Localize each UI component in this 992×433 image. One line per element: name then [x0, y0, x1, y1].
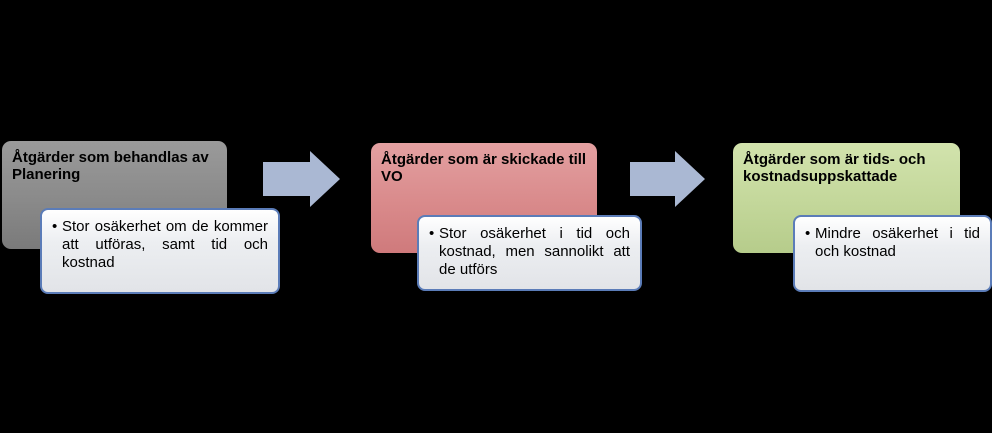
stage-2-note: • Stor osäkerhet i tid och kostnad, men … — [417, 215, 642, 291]
stage-3-note: • Mindre osäkerhet i tid och kostnad — [793, 215, 992, 292]
stage-3-note-text: Mindre osäkerhet i tid och kostnad — [815, 225, 980, 260]
stage-3-title: Åtgärder som är tids- och kostnadsuppska… — [743, 151, 926, 185]
stage-2-title: Åtgärder som är skickade till VO — [381, 151, 587, 185]
arrow-right-icon — [630, 151, 705, 207]
stage-1-bullet: • Stor osäkerhet om de kommer att utföra… — [52, 218, 268, 272]
bullet-icon: • — [52, 218, 58, 235]
stage-3-bullet: • Mindre osäkerhet i tid och kostnad — [805, 225, 980, 261]
stage-2-bullet: • Stor osäkerhet i tid och kostnad, men … — [429, 225, 630, 279]
arrow-right-icon — [263, 151, 340, 207]
bullet-icon: • — [429, 225, 435, 242]
stage-2-note-text: Stor osäkerhet i tid och kostnad, men sa… — [439, 225, 630, 278]
stage-1-note-text: Stor osäkerhet om de kommer att utföras,… — [62, 218, 268, 271]
stage-1-note: • Stor osäkerhet om de kommer att utföra… — [40, 208, 280, 294]
bullet-icon: • — [805, 225, 811, 242]
stage-1-title: Åtgärder som behandlas av Planering — [12, 149, 209, 183]
